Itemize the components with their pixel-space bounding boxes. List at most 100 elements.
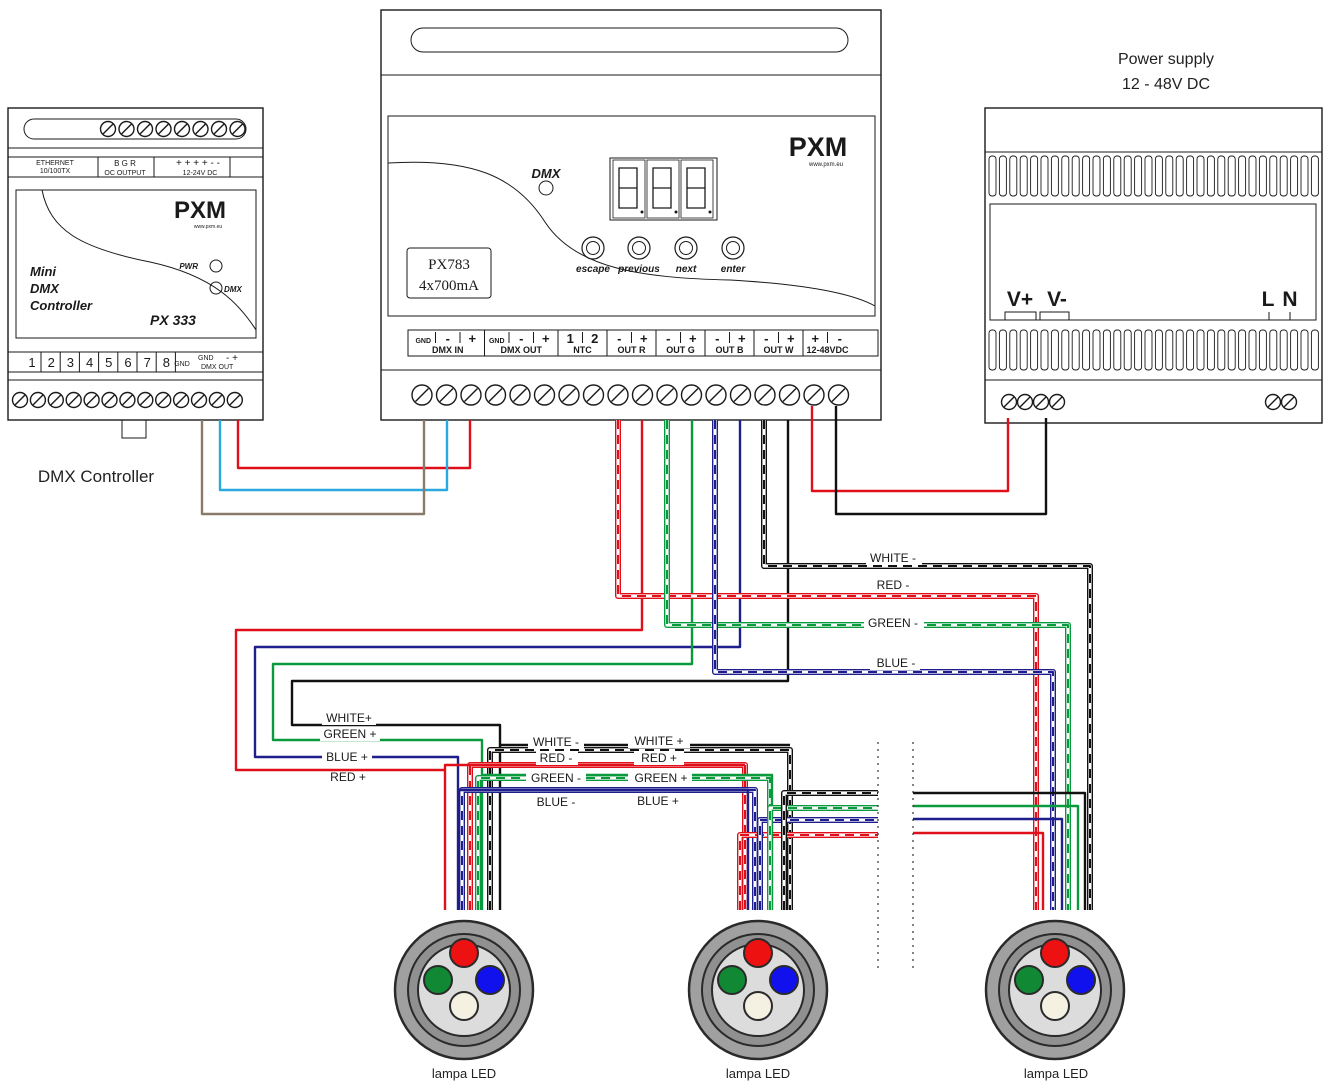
led-lamp-2 xyxy=(687,919,829,1061)
lamp-led-white xyxy=(743,991,773,1021)
led-lamps xyxy=(393,919,1126,1061)
controller-gnd-label: GND xyxy=(174,361,190,368)
terminal-group-label: NTC xyxy=(573,345,592,355)
driver-case xyxy=(380,9,882,421)
green-minus-link xyxy=(475,775,773,910)
wiring xyxy=(200,406,1093,910)
led-lamp-3 xyxy=(984,919,1126,1061)
lamp-led-red xyxy=(743,938,773,968)
label-white-minus-2: WHITE - xyxy=(533,735,579,749)
controller-channel-label: 6 xyxy=(124,355,131,370)
power-supply-caption: Power supply xyxy=(1118,51,1214,68)
controller-dmx-out-label: DMX OUT xyxy=(201,364,234,371)
driver-model-box xyxy=(406,247,492,299)
controller-panel-curve xyxy=(41,189,257,331)
driver-dmx-label: DMX xyxy=(532,166,562,181)
lamp-led-blue xyxy=(1066,965,1096,995)
lamp-led-green xyxy=(717,965,747,995)
blue-plus-link xyxy=(458,788,750,910)
terminal-pin-label: - xyxy=(617,331,621,346)
button-previous-label: previous xyxy=(617,264,660,275)
controller-channel-label: 5 xyxy=(105,355,112,370)
svg-text:+ + + + - -: + + + + - - xyxy=(176,158,220,169)
psu-n-label: N xyxy=(1282,288,1297,311)
label-red-plus-2: RED + xyxy=(641,751,677,765)
terminal-pin-label: - xyxy=(446,331,450,346)
pwr-led-label: PWR xyxy=(179,262,198,271)
button-previous xyxy=(627,236,651,260)
bgr-label: B G R xyxy=(114,159,136,168)
lamp-led-green xyxy=(1014,965,1044,995)
label-blue-plus: BLUE + xyxy=(326,750,368,764)
terminal-pin-label: - xyxy=(666,331,670,346)
terminal-group-label: DMX IN xyxy=(432,345,464,355)
terminal-pin-label: + xyxy=(811,331,819,346)
psu-label-window xyxy=(989,203,1317,321)
dmx-wire-cyan xyxy=(218,420,449,492)
controller-slot xyxy=(23,118,247,140)
psu-case xyxy=(984,107,1323,424)
terminal-pin-label: + xyxy=(738,331,746,346)
terminal-pin-label: + xyxy=(640,331,648,346)
controller-case xyxy=(7,107,264,421)
white-plus-trunk xyxy=(290,420,790,910)
label-red-minus-2: RED - xyxy=(540,751,573,765)
green-plus-trunk xyxy=(271,420,694,910)
terminal-pin-label: - xyxy=(715,331,719,346)
terminal-group-label: DMX OUT xyxy=(501,345,543,355)
dmx-led-label: DMX xyxy=(224,285,242,294)
label-white-plus: WHITE+ xyxy=(326,711,372,725)
controller-bottom-screws xyxy=(11,391,244,409)
controller-model: PX 333 xyxy=(150,312,196,328)
terminal-group-label: OUT G xyxy=(666,345,695,355)
label-green-plus-2: GREEN + xyxy=(634,771,687,785)
psu-top-vents xyxy=(988,155,1319,197)
red-minus-link xyxy=(467,762,748,910)
driver-spec: 4x700mA xyxy=(419,278,479,294)
lamp-led-red xyxy=(1040,938,1070,968)
terminal-group-label: OUT R xyxy=(618,345,646,355)
terminal-pin-label: - xyxy=(764,331,768,346)
ethernet-label: ETHERNET xyxy=(36,160,74,167)
label-blue-minus-2: BLUE - xyxy=(537,795,576,809)
label-green-minus: GREEN - xyxy=(868,616,918,630)
lamp-3-caption: lampa LED xyxy=(1024,1066,1088,1081)
controller-top-screws xyxy=(99,120,246,138)
driver-brand-logo: PXM xyxy=(789,132,848,162)
button-next xyxy=(674,236,698,260)
controller-title-line-1: Mini xyxy=(30,264,56,279)
terminal-pin-label: GND xyxy=(489,338,505,345)
controller-brand-url: www.pxm.eu xyxy=(194,224,223,230)
terminal-pin-label: + xyxy=(689,331,697,346)
lamp-led-white xyxy=(449,991,479,1021)
green-plus-to-lamp3 xyxy=(913,804,1080,910)
driver-front-panel xyxy=(387,115,876,317)
controller-front-panel xyxy=(15,189,257,339)
label-green-minus-2: GREEN - xyxy=(531,771,581,785)
button-enter xyxy=(721,236,745,260)
blue-plus-to-lamp3 xyxy=(913,817,1064,910)
wire-labels: WHITE - RED - GREEN - BLUE - WHITE+ GREE… xyxy=(320,551,924,809)
svg-text:- +: - + xyxy=(226,353,238,364)
controller-channel-label: 4 xyxy=(86,355,93,370)
oc-output-label: OC OUTPUT xyxy=(104,170,146,177)
button-escape-label: escape xyxy=(576,264,610,275)
driver-brand-url: www.pxm.eu xyxy=(808,162,843,168)
power-supply: V+ V- L N xyxy=(984,107,1323,424)
terminal-group-label: 12-48VDC xyxy=(806,345,849,355)
label-blue-plus-2: BLUE + xyxy=(637,794,679,808)
terminal-pin-label: 2 xyxy=(591,331,598,346)
lamp-led-blue xyxy=(769,965,799,995)
psu-screw-terminals xyxy=(1000,393,1298,411)
power-range-caption: 12 - 48V DC xyxy=(1122,76,1210,93)
label-green-plus: GREEN + xyxy=(323,727,376,741)
driver-slot xyxy=(410,27,849,53)
led-lamp-1 xyxy=(393,919,535,1061)
controller-title-line-2: DMX xyxy=(30,281,60,296)
seven-segment-digit xyxy=(686,167,706,209)
driver-model: PX783 xyxy=(428,257,470,273)
lamp-led-blue xyxy=(475,965,505,995)
